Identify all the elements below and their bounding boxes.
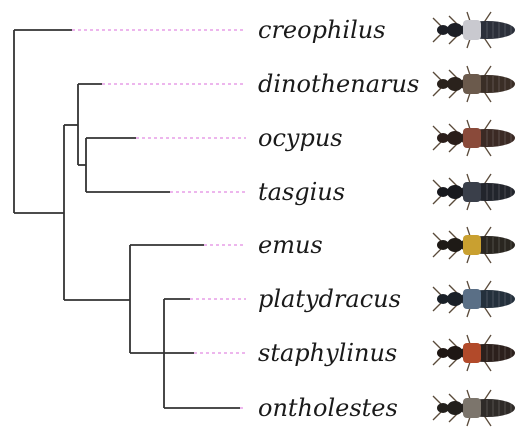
taxon-label: staphylinus — [258, 339, 397, 367]
taxon-label: emus — [258, 231, 323, 259]
taxon-label: ontholestes — [258, 394, 398, 422]
tree-branches — [14, 30, 240, 408]
taxon-label: ocypus — [258, 124, 343, 152]
beetle-icon — [433, 174, 515, 210]
beetle-icon — [433, 66, 515, 102]
taxon-label: creophilus — [258, 16, 386, 44]
beetle-icon — [433, 12, 515, 48]
taxon-label: dinothenarus — [258, 70, 419, 98]
beetle-icon — [433, 390, 515, 426]
taxon-label: platydracus — [258, 285, 401, 313]
taxon-labels: creophilus dinothenarus ocypus tasgius emus p… — [258, 16, 419, 422]
beetle-icon — [433, 281, 515, 317]
taxon-label: tasgius — [258, 178, 345, 206]
beetle-images — [433, 12, 515, 426]
beetle-icon — [433, 120, 515, 156]
beetle-icon — [433, 227, 515, 263]
beetle-icon — [433, 335, 515, 371]
guide-lines — [72, 30, 246, 408]
